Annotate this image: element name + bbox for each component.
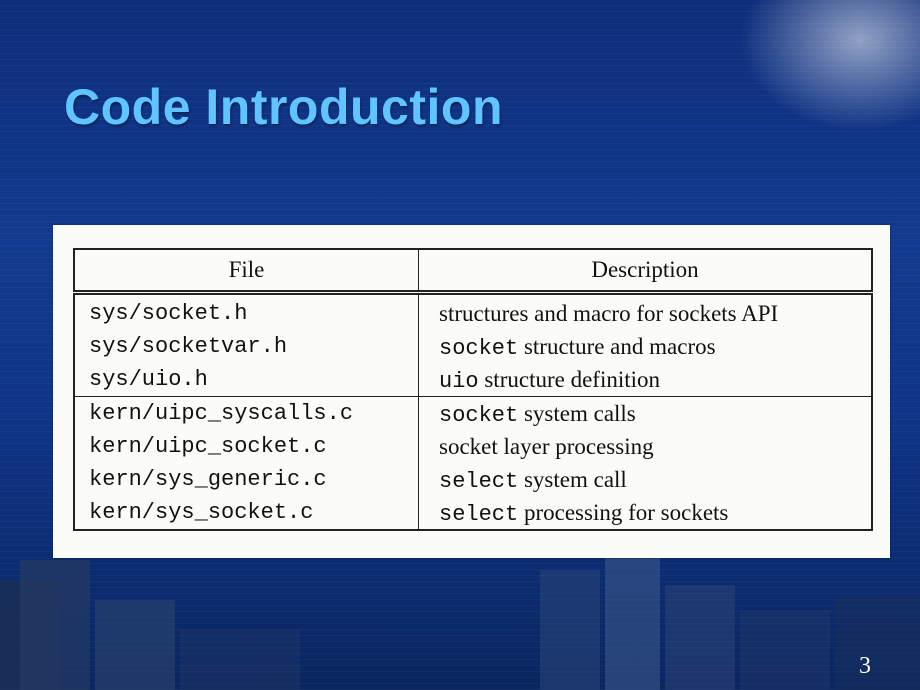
description-text: structure definition: [478, 367, 661, 392]
description-cell: socket system calls socket layer process…: [419, 397, 873, 531]
description-text: structures and macro for sockets API: [439, 301, 779, 326]
description-code: uio: [439, 369, 479, 394]
file-cell: sys/socket.h sys/socketvar.h sys/uio.h: [74, 292, 419, 397]
slide-title: Code Introduction: [64, 79, 503, 135]
file-name: kern/uipc_syscalls.c: [89, 401, 354, 426]
description-code: select: [439, 469, 519, 494]
column-header-file: File: [74, 249, 419, 295]
file-name: sys/socketvar.h: [89, 334, 288, 359]
file-description: select processing for sockets: [439, 496, 871, 529]
file-name: kern/uipc_socket.c: [89, 434, 327, 459]
description-code: socket: [439, 336, 519, 361]
description-code: socket: [439, 403, 519, 428]
description-text: system calls: [518, 401, 636, 426]
file-table-panel: File Description sys/socket.h sys/socket…: [53, 225, 890, 558]
file-description: select system call: [439, 463, 871, 496]
file-name: sys/socket.h: [89, 301, 248, 326]
cityscape-background-image: [0, 550, 920, 690]
column-header-description: Description: [418, 249, 872, 295]
description-code: select: [439, 502, 519, 527]
description-text: processing for sockets: [518, 500, 729, 525]
table-row-group: sys/socket.h sys/socketvar.h sys/uio.h s…: [74, 292, 872, 397]
file-description: structures and macro for sockets API: [439, 297, 871, 330]
file-description: socket structure and macros: [439, 330, 871, 363]
description-text: system call: [518, 467, 627, 492]
table-row-group: kern/uipc_syscalls.c kern/uipc_socket.c …: [74, 396, 873, 531]
file-description: socket system calls: [439, 397, 871, 430]
file-name: kern/sys_generic.c: [89, 467, 327, 492]
file-cell: kern/uipc_syscalls.c kern/uipc_socket.c …: [74, 396, 419, 530]
description-cell: structures and macro for sockets API soc…: [418, 292, 872, 397]
table-header-row: File Description: [74, 249, 872, 295]
description-text: structure and macros: [518, 334, 716, 359]
file-name: kern/sys_socket.c: [89, 500, 314, 525]
file-description: uio structure definition: [439, 363, 871, 396]
page-number: 3: [859, 653, 871, 679]
description-text: socket layer processing: [439, 434, 654, 459]
file-name: sys/uio.h: [89, 367, 208, 392]
file-description: socket layer processing: [439, 430, 871, 463]
file-table: File Description sys/socket.h sys/socket…: [73, 248, 873, 531]
